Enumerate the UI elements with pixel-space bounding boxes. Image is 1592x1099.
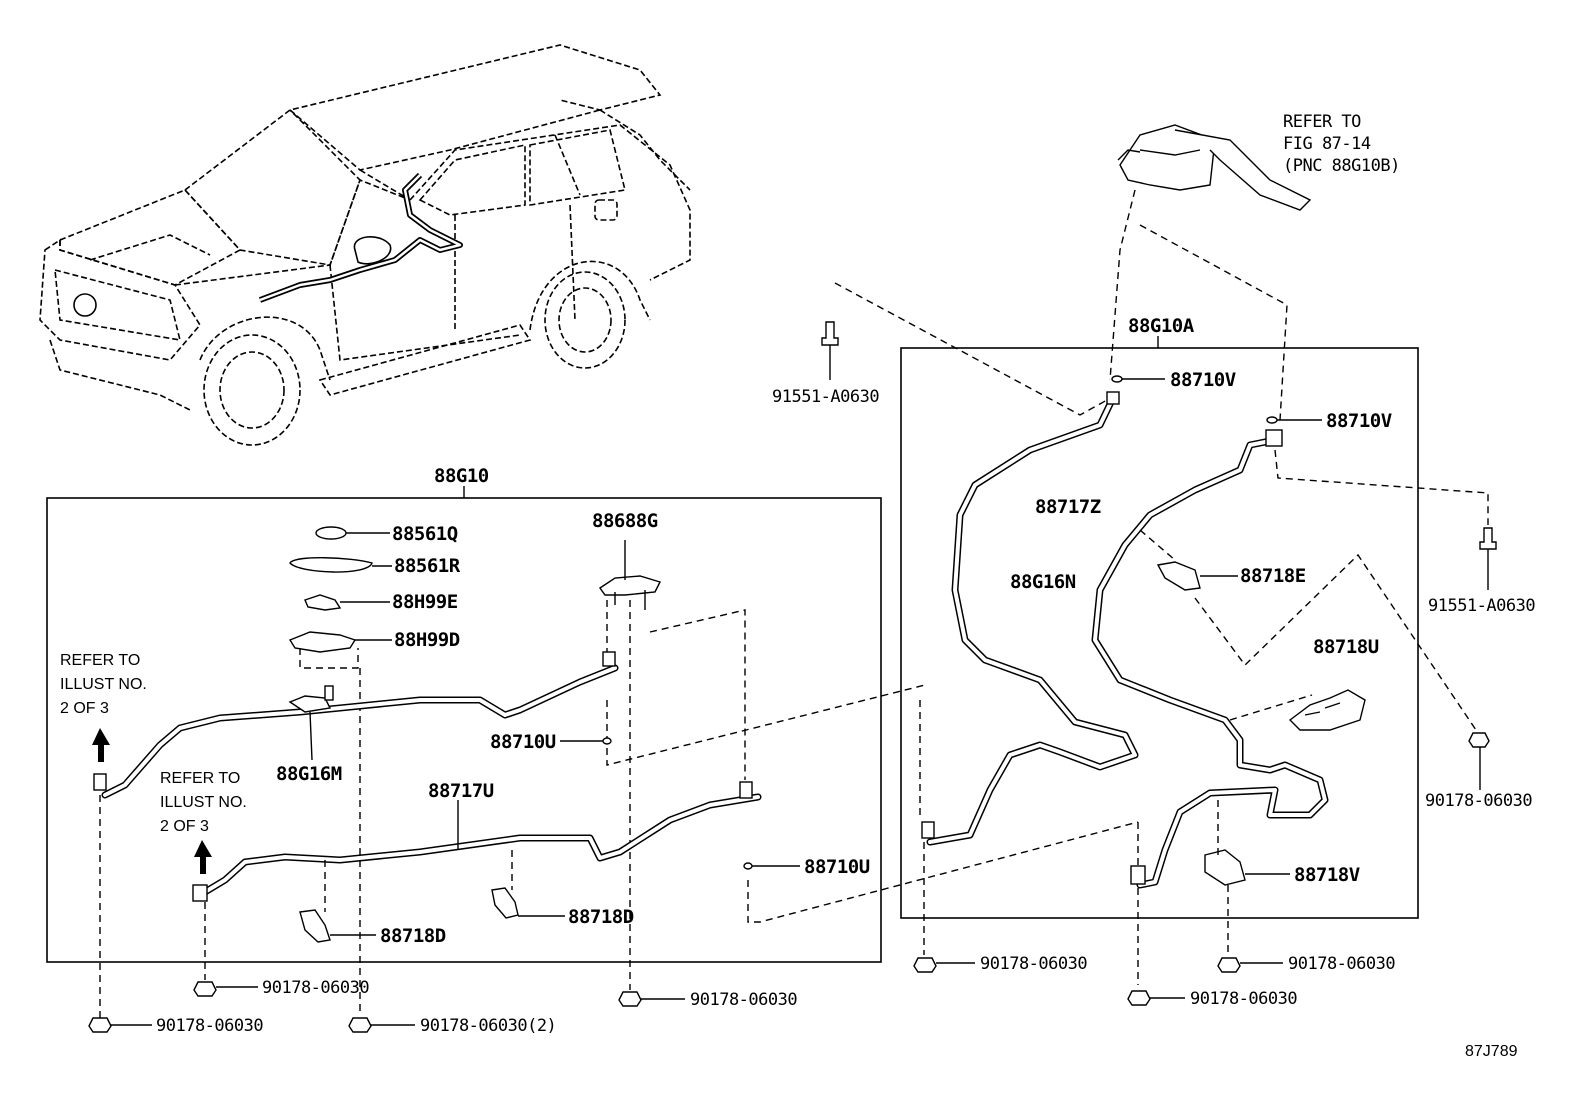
label-88G16M: 88G16M	[276, 763, 342, 785]
arrow-up-icon-2	[194, 840, 212, 874]
label-nut-center: 90178-06030	[690, 990, 797, 1010]
label-88710U-a: 88710U	[490, 731, 556, 753]
label-88710V-a: 88710V	[1170, 369, 1236, 391]
label-91551-right: 91551-A0630	[1428, 596, 1535, 616]
refer-illust-2-line1: REFER TO	[160, 770, 240, 787]
part-88H99D	[288, 631, 392, 653]
label-nut-left-mid: 90178-06030	[262, 978, 369, 998]
oring-88710U-a	[602, 737, 612, 745]
label-88718D-a: 88718D	[380, 925, 446, 947]
refer-fig-line1: REFER TO	[1283, 112, 1361, 132]
part-88718D-b	[491, 887, 565, 919]
label-91551-left: 91551-A0630	[772, 387, 879, 407]
label-88718D-b: 88718D	[568, 906, 634, 928]
label-88717Z: 88717Z	[1035, 496, 1101, 518]
label-nut-r2: 90178-06030	[1190, 989, 1297, 1009]
part-88688G	[599, 540, 661, 610]
nut-center	[618, 991, 685, 1007]
refer-fig-line2: FIG 87-14	[1283, 134, 1371, 154]
assembly-88G10: 88G10	[46, 465, 882, 963]
label-nut-r1: 90178-06030	[980, 954, 1087, 974]
label-88718U: 88718U	[1313, 636, 1379, 658]
label-88710U-b: 88710U	[804, 856, 870, 878]
label-88710V-b: 88710V	[1326, 410, 1392, 432]
nut-left-bottom	[88, 1017, 152, 1033]
oring-88710U-b	[743, 862, 753, 870]
nut-left-2	[348, 1017, 415, 1033]
label-nut-left-bottom: 90178-06030	[156, 1016, 263, 1036]
bolt-91551-right	[1479, 527, 1497, 590]
label-88G16N: 88G16N	[1010, 571, 1076, 593]
label-88561R: 88561R	[394, 555, 461, 577]
bracket-88G10B	[1117, 124, 1312, 211]
pipe-88G16M	[93, 651, 619, 799]
label-88718E: 88718E	[1240, 565, 1306, 587]
label-88718V: 88718V	[1294, 864, 1360, 886]
label-nut-r3: 90178-06030	[1288, 954, 1395, 974]
label-88H99D: 88H99D	[394, 629, 460, 651]
part-88561R	[289, 557, 392, 573]
refer-illust-1-line2: ILLUST NO.	[60, 676, 147, 693]
part-88718D-a	[299, 909, 376, 943]
vehicle-illustration	[39, 44, 691, 446]
assembly-label-88G10: 88G10	[434, 465, 489, 487]
refer-illust-1-line3: 2 OF 3	[60, 700, 109, 717]
refer-illust-2-line3: 2 OF 3	[160, 818, 209, 835]
nut-r1	[913, 957, 975, 973]
oring-88710V-b	[1266, 416, 1278, 424]
part-88718V	[1204, 849, 1290, 886]
pipe-88717U	[192, 781, 762, 902]
assembly-88G10A: 88G10A	[900, 315, 1419, 919]
refer-fig-line3: (PNC 88G10B)	[1283, 156, 1400, 176]
oring-88710V-a	[1111, 375, 1123, 383]
assembly-label-88G10A: 88G10A	[1128, 315, 1195, 337]
label-nut-left-2: 90178-06030(2)	[420, 1016, 556, 1036]
nut-r2	[1127, 990, 1185, 1006]
part-88718U	[1288, 689, 1366, 731]
refer-fig-note: REFER TO FIG 87-14 (PNC 88G10B)	[1283, 112, 1400, 176]
label-nut-far-right: 90178-06030	[1425, 791, 1532, 811]
nut-r3	[1217, 957, 1283, 973]
pipe-88717Z	[1091, 429, 1329, 889]
diagram-code: 87J789	[1465, 1043, 1518, 1060]
nut-left-mid	[193, 981, 258, 997]
pipe-88G16N	[921, 391, 1139, 846]
bolt-91551-left	[821, 321, 839, 380]
part-88718E	[1156, 561, 1238, 591]
refer-illust-1-line1: REFER TO	[60, 652, 140, 669]
label-88561Q: 88561Q	[392, 523, 458, 545]
label-88H99E: 88H99E	[392, 591, 458, 613]
part-88H99E	[304, 594, 390, 611]
part-88561Q	[315, 526, 390, 540]
refer-illust-2-line2: ILLUST NO.	[160, 794, 247, 811]
label-88717U: 88717U	[428, 780, 494, 802]
arrow-up-icon-1	[92, 728, 110, 762]
nut-far-right	[1468, 732, 1490, 790]
label-88688G: 88688G	[592, 510, 658, 532]
